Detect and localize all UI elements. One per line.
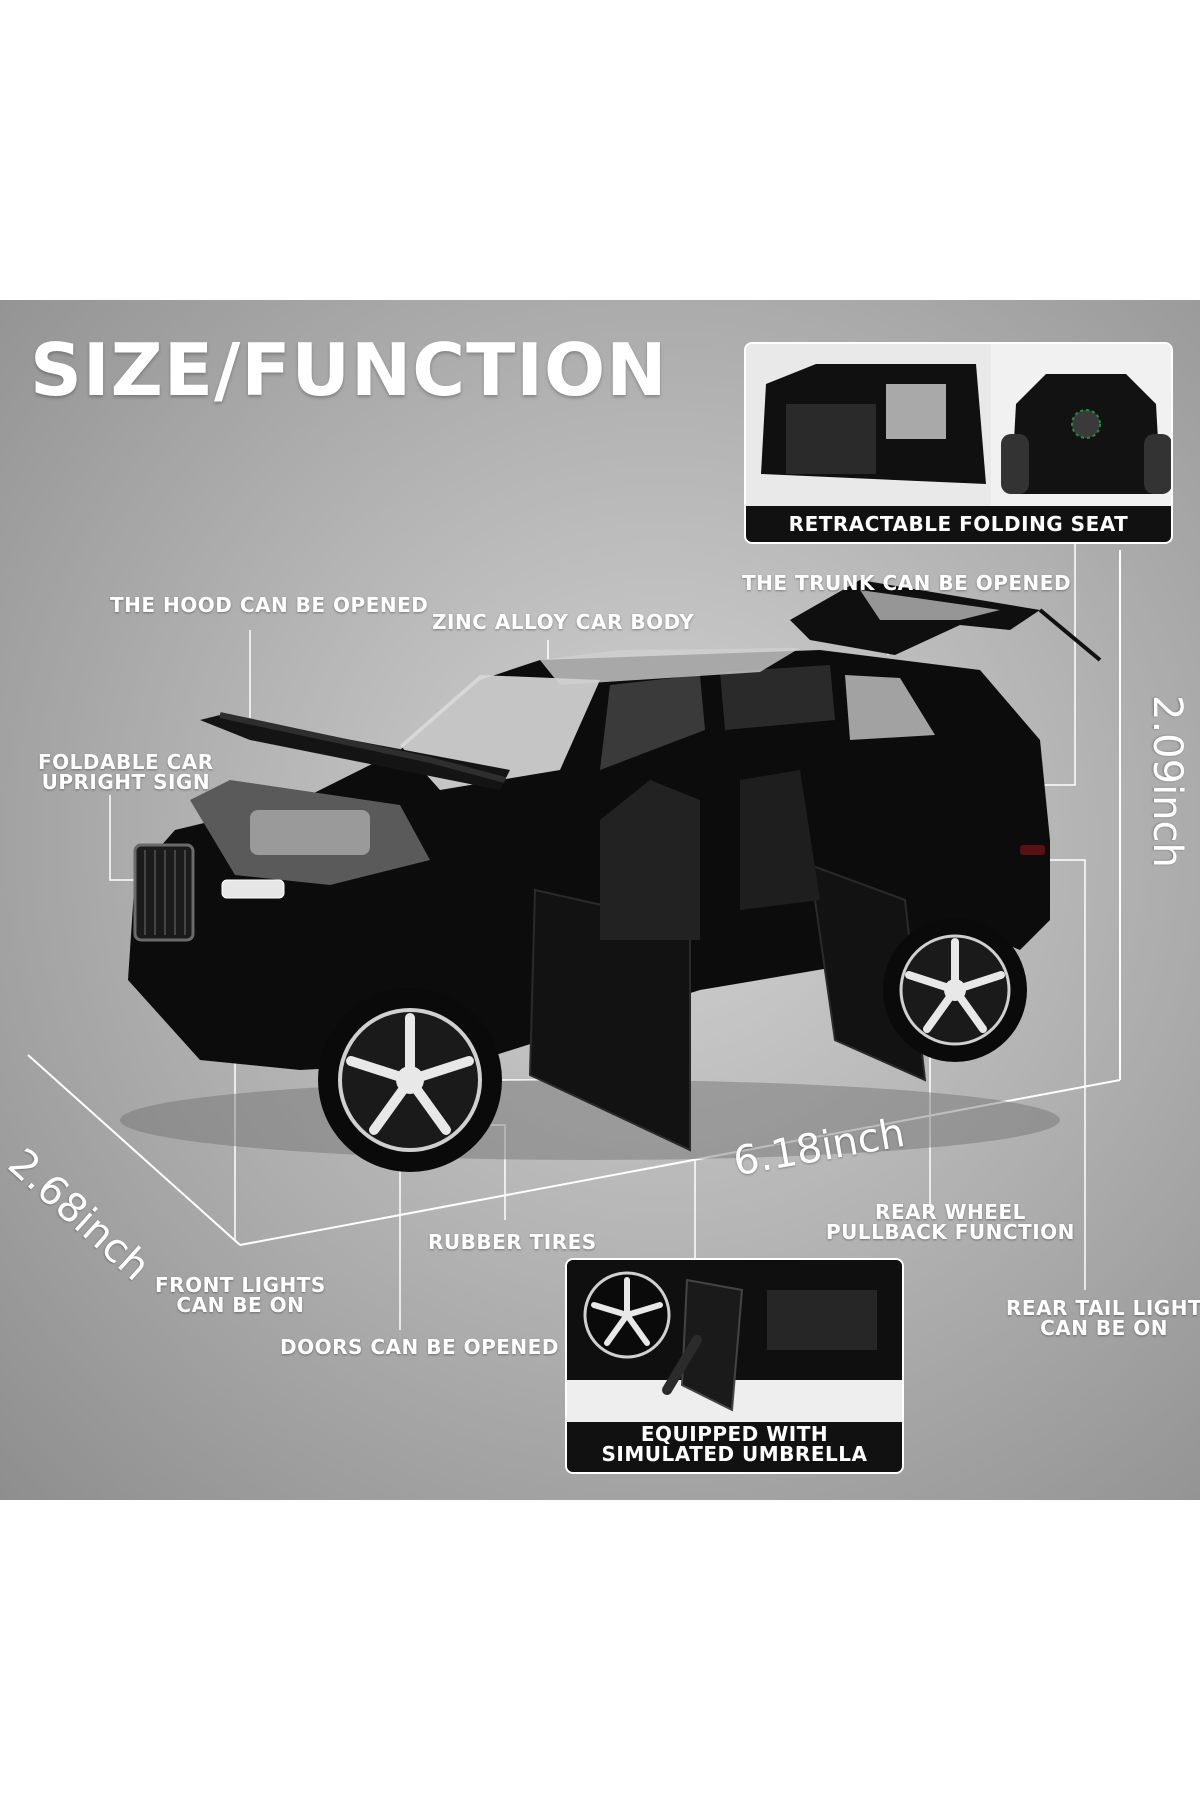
inset-umbrella-photo [567, 1260, 902, 1424]
callout-doors: DOORS CAN BE OPENED [280, 1335, 559, 1359]
inset-seat-caption: RETRACTABLE FOLDING SEAT [746, 506, 1171, 542]
dimension-lines [27, 550, 1121, 1246]
callout-tail-light: REAR TAIL LIGHT CAN BE ON [1006, 1298, 1200, 1338]
callout-hood: THE HOOD CAN BE OPENED [110, 593, 429, 617]
rear-wheel [883, 918, 1027, 1062]
callout-tail-light-line1: REAR TAIL LIGHT [1006, 1296, 1200, 1320]
callout-trunk: THE TRUNK CAN BE OPENED [742, 571, 1072, 595]
inset-umbrella-caption: EQUIPPED WITH SIMULATED UMBRELLA [567, 1422, 902, 1472]
callout-front-lights-line1: FRONT LIGHTS [155, 1273, 326, 1297]
front-wheel [318, 988, 502, 1172]
callout-zinc-body: ZINC ALLOY CAR BODY [432, 610, 695, 634]
callout-rear-wheel: REAR WHEEL PULLBACK FUNCTION [826, 1202, 1075, 1242]
callout-rear-wheel-line2: PULLBACK FUNCTION [826, 1220, 1075, 1244]
dimension-height: 2.09inch [1144, 695, 1190, 868]
callout-rubber-tires: RUBBER TIRES [428, 1230, 597, 1254]
umbrella-caption-line1: EQUIPPED WITH [640, 1422, 829, 1446]
car-body [128, 580, 1102, 1152]
umbrella-caption-line2: SIMULATED UMBRELLA [601, 1442, 868, 1466]
page-title: SIZE/FUNCTION [30, 328, 668, 412]
callout-upright-sign: FOLDABLE CAR UPRIGHT SIGN [38, 752, 214, 792]
callout-upright-sign-line1: FOLDABLE CAR [38, 750, 214, 774]
callout-rear-wheel-line1: REAR WHEEL [875, 1200, 1026, 1224]
product-panel: SIZE/FUNCTION RETRACTABLE FOLDING SEAT [0, 300, 1200, 1500]
callout-tail-light-line2: CAN BE ON [1040, 1316, 1169, 1340]
callout-front-lights-line2: CAN BE ON [176, 1293, 305, 1317]
inset-folding-seat: RETRACTABLE FOLDING SEAT [744, 342, 1173, 544]
callout-upright-sign-line2: UPRIGHT SIGN [41, 770, 211, 794]
callout-front-lights: FRONT LIGHTS CAN BE ON [155, 1275, 326, 1315]
inset-seat-photo [746, 344, 1171, 506]
inset-umbrella: EQUIPPED WITH SIMULATED UMBRELLA [565, 1258, 904, 1474]
car-illustration [27, 540, 1121, 1330]
